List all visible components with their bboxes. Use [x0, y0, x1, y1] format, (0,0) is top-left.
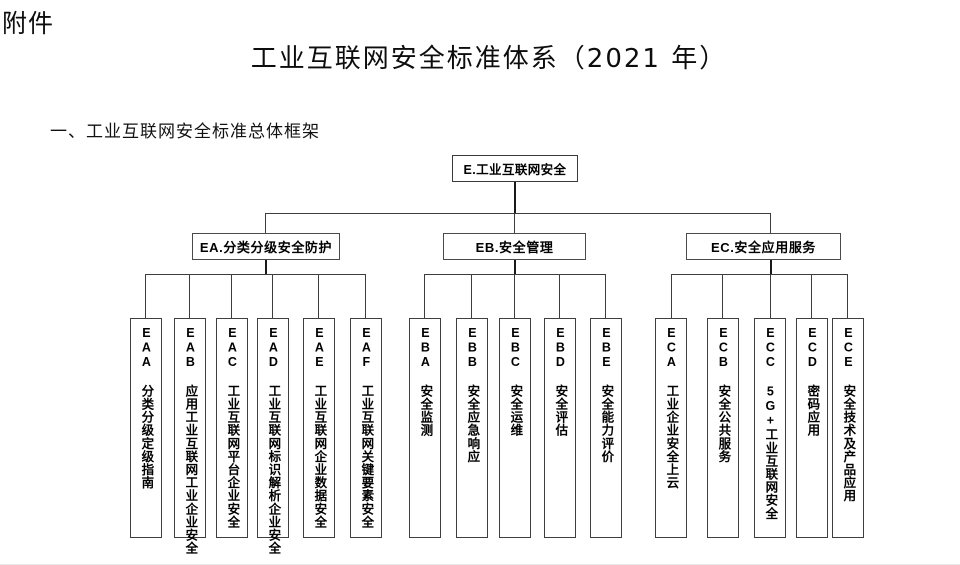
connector-EB-drop-4	[559, 274, 561, 318]
node-group-EB[interactable]: EB.安全管理	[443, 233, 586, 260]
connector-EA-drop-3	[231, 274, 233, 318]
node-leaf-EBA-label: EBA 安全监测	[418, 326, 433, 437]
connector-drop-EB	[514, 213, 516, 234]
node-leaf-ECE-label: ECE 安全技术及产品应用	[841, 326, 856, 503]
section-heading: 一、工业互联网安全标准总体框架	[50, 122, 320, 142]
node-leaf-EBB-label: EBB 安全应急响应	[465, 326, 480, 463]
connector-EB-drop-5	[605, 274, 607, 318]
node-leaf-EBE-label: EBE 安全能力评价	[599, 326, 614, 463]
connector-EC-drop-4	[811, 274, 813, 318]
connector-EA-drop-2	[189, 274, 191, 318]
node-leaf-EBD-label: EBD 安全评估	[553, 326, 568, 437]
node-leaf-EBA[interactable]: EBA 安全监测	[409, 318, 441, 538]
node-leaf-ECD[interactable]: ECD 密码应用	[796, 318, 828, 538]
connector-EC-drop-2	[722, 274, 724, 318]
node-leaf-ECA-label: ECA 工业企业安全上云	[664, 326, 679, 490]
node-leaf-ECD-label: ECD 密码应用	[805, 326, 820, 437]
node-root-E-label: E.工业互联网安全	[463, 163, 567, 177]
node-leaf-EAA[interactable]: EAA 分类分级定级指南	[130, 318, 162, 538]
node-leaf-ECC[interactable]: ECC 5G+工业互联网安全	[754, 318, 786, 538]
node-leaf-EAE-label: EAE 工业互联网企业数据安全	[312, 326, 327, 529]
page-title: 工业互联网安全标准体系（2021 年）	[250, 44, 728, 74]
connector-drop-EA	[265, 213, 267, 234]
connector-EC-drop-3	[770, 274, 772, 318]
node-leaf-EAD[interactable]: EAD 工业互联网标识解析企业安全	[257, 318, 289, 555]
connector-EB-drop-1	[424, 274, 426, 318]
connector-EA-drop-1	[145, 274, 147, 318]
connector-EB-stem	[514, 260, 517, 275]
node-leaf-EAA-label: EAA 分类分级定级指南	[139, 326, 154, 490]
connector-EA-stem	[265, 260, 268, 275]
node-group-EA-label: EA.分类分级安全防护	[199, 240, 333, 255]
node-leaf-ECA[interactable]: ECA 工业企业安全上云	[655, 318, 687, 538]
node-leaf-EBE[interactable]: EBE 安全能力评价	[590, 318, 622, 538]
connector-level2-bus	[265, 213, 771, 215]
node-group-EC[interactable]: EC.安全应用服务	[686, 233, 841, 260]
attachment-label: 附件	[2, 9, 55, 38]
node-leaf-EBC[interactable]: EBC 安全运维	[499, 318, 531, 538]
connector-drop-EC	[770, 213, 772, 234]
node-leaf-EAB[interactable]: EAB 应用工业互联网工业企业安全	[174, 318, 206, 555]
node-group-EB-label: EB.安全管理	[475, 240, 554, 255]
connector-EA-drop-5	[318, 274, 320, 318]
node-leaf-EAC[interactable]: EAC 工业互联网平台企业安全	[216, 318, 248, 538]
node-leaf-ECE[interactable]: ECE 安全技术及产品应用	[832, 318, 864, 538]
node-leaf-ECB-label: ECB 安全公共服务	[716, 326, 731, 463]
node-leaf-EBB[interactable]: EBB 安全应急响应	[456, 318, 488, 538]
node-leaf-EAC-label: EAC 工业互联网平台企业安全	[225, 326, 240, 529]
connector-EC-bus	[671, 274, 848, 276]
node-leaf-EAF-label: EAF 工业互联网关键要素安全	[359, 326, 374, 529]
node-leaf-EAF[interactable]: EAF 工业互联网关键要素安全	[350, 318, 382, 538]
node-group-EA[interactable]: EA.分类分级安全防护	[192, 233, 340, 260]
node-leaf-ECB[interactable]: ECB 安全公共服务	[707, 318, 739, 538]
connector-EC-drop-5	[847, 274, 849, 318]
node-leaf-EAB-label: EAB 应用工业互联网工业企业安全	[183, 326, 198, 555]
connector-EA-bus	[145, 274, 366, 276]
connector-EB-drop-3	[514, 274, 516, 318]
connector-EB-drop-2	[471, 274, 473, 318]
node-leaf-EBC-label: EBC 安全运维	[508, 326, 523, 437]
node-group-EC-label: EC.安全应用服务	[710, 240, 817, 255]
node-root-E[interactable]: E.工业互联网安全	[452, 155, 578, 182]
connector-EA-drop-6	[365, 274, 367, 318]
node-leaf-EAE[interactable]: EAE 工业互联网企业数据安全	[303, 318, 335, 538]
node-leaf-ECC-label: ECC 5G+工业互联网安全	[763, 326, 778, 520]
node-leaf-EAD-label: EAD 工业互联网标识解析企业安全	[266, 326, 281, 555]
node-leaf-EBD[interactable]: EBD 安全评估	[544, 318, 576, 538]
connector-EC-stem	[770, 260, 773, 275]
connector-root-stem	[514, 182, 517, 214]
connector-EC-drop-1	[671, 274, 673, 318]
connector-EA-drop-4	[272, 274, 274, 318]
